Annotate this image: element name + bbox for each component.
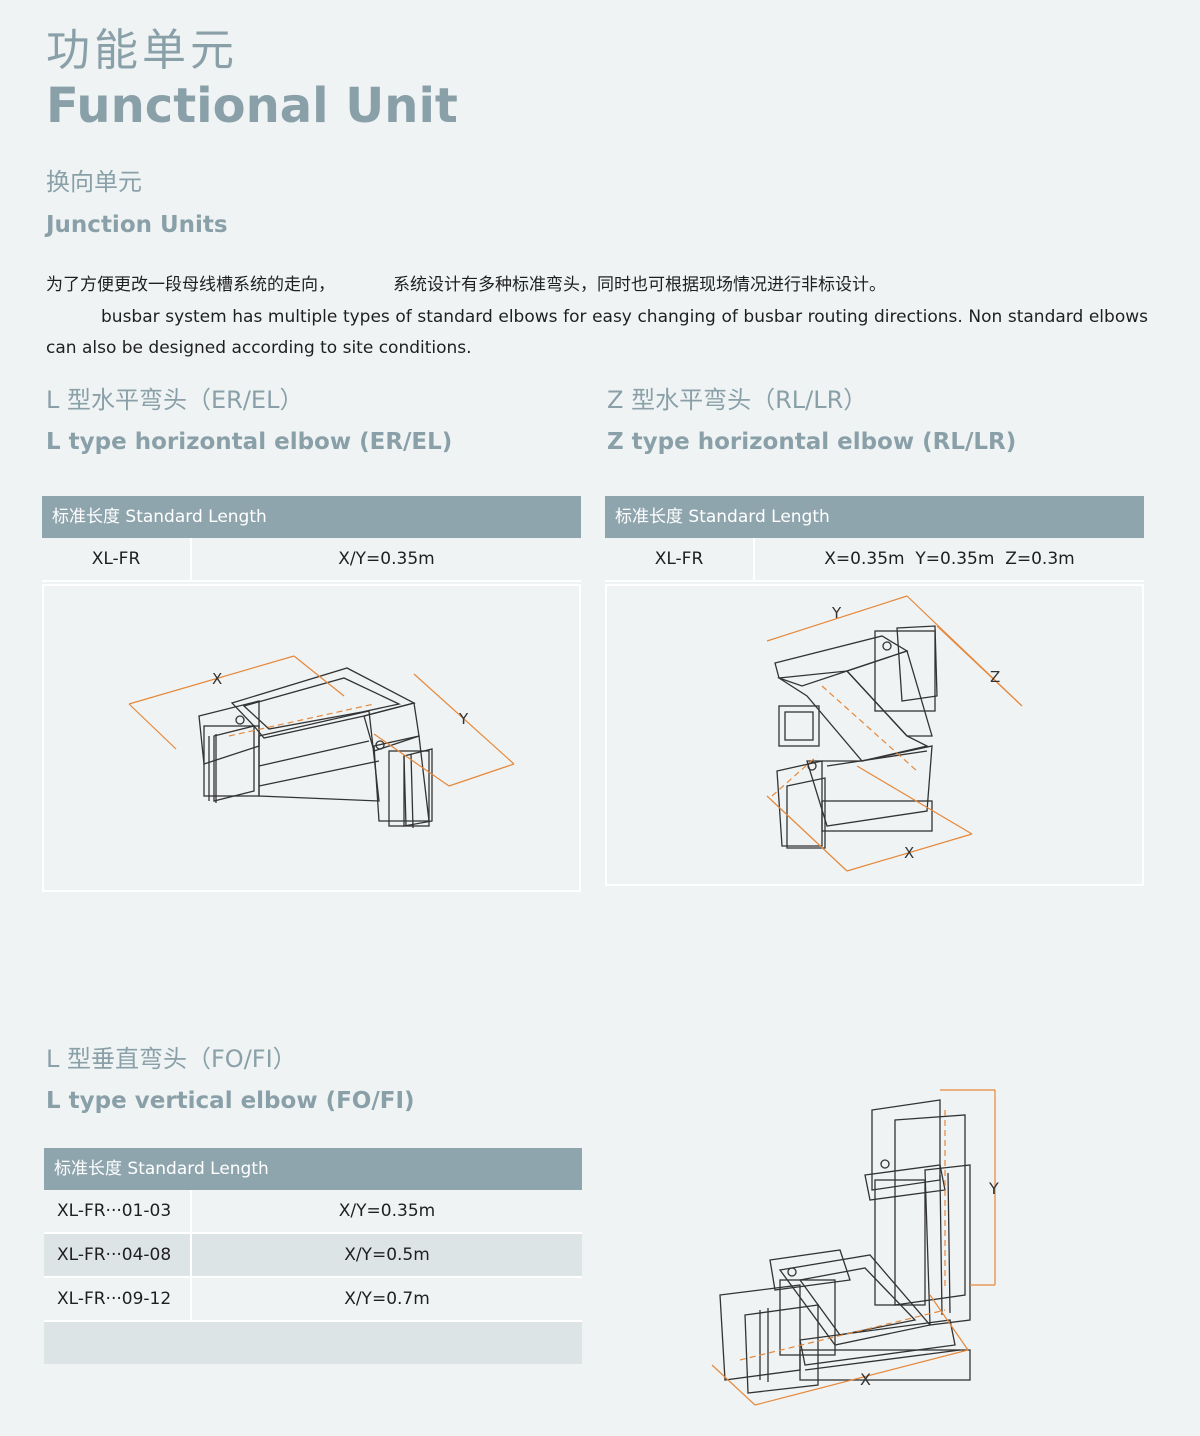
l-horizontal-title-cn: L 型水平弯头（ER/EL） [46,386,304,414]
model-cell: XL-FR [42,538,192,580]
model-cell: XL-FR···01-03 [44,1190,192,1232]
l-horizontal-table: 标准长度 Standard Length XL-FR X/Y=0.35m [42,496,581,582]
l-horizontal-figure: X Y [42,584,581,892]
intro-cn-part1: 为了方便更改一段母线槽系统的走向， [46,275,335,295]
page-title-en: Functional Unit [46,78,458,134]
l-vertical-title-cn: L 型垂直弯头（FO/FI） [46,1045,297,1073]
z-horizontal-elbow-drawing: Y Z X [766,595,1023,872]
section-subtitle-cn: 换向单元 [46,168,142,196]
intro-text-cn: 为了方便更改一段母线槽系统的走向， 系统设计有多种标准弯头，同时也可根据现场情况进… [46,270,886,295]
intro-text-en: busbar system has multiple types of stan… [46,307,1148,358]
table-row: XL-FR···04-08 X/Y=0.5m [44,1234,582,1278]
l-vertical-elbow-drawing: Y X [711,1089,999,1406]
z-horizontal-title-en: Z type horizontal elbow (RL/LR) [607,429,1017,455]
table-row: XL-FR···01-03 X/Y=0.35m [44,1190,582,1234]
length-cell: X/Y=0.35m [338,549,435,569]
dim-label-y: Y [831,604,842,622]
model-cell: XL-FR···04-08 [44,1234,192,1276]
table-row: XL-FR X/Y=0.35m [42,538,581,582]
l-vertical-table: 标准长度 Standard Length XL-FR···01-03 X/Y=0… [44,1148,582,1364]
l-vertical-figure: Y X [700,1080,1020,1420]
z-horizontal-title-cn: Z 型水平弯头（RL/LR） [607,386,868,414]
table-row-empty [44,1322,582,1364]
length-cell: X/Y=0.7m [344,1289,430,1309]
dim-label-x: X [860,1370,871,1389]
table-row: XL-FR X=0.35m Y=0.35m Z=0.3m [605,538,1144,582]
l-horizontal-elbow-drawing: X Y [128,655,515,829]
model-cell: XL-FR···09-12 [44,1278,192,1320]
dim-label-x: X [212,670,222,688]
dim-label-z: Z [990,668,1000,686]
model-cell: XL-FR [605,538,755,580]
length-cell: X=0.35m Y=0.35m Z=0.3m [824,549,1075,569]
table-header: 标准长度 Standard Length [44,1148,582,1190]
length-cell: X/Y=0.5m [344,1245,430,1265]
l-horizontal-title-en: L type horizontal elbow (ER/EL) [46,429,453,455]
table-header: 标准长度 Standard Length [42,496,581,538]
table-header: 标准长度 Standard Length [605,496,1144,538]
section-subtitle-en: Junction Units [46,212,228,238]
length-cell: X/Y=0.35m [338,1201,436,1221]
dim-label-y: Y [458,710,469,728]
page-title-cn: 功能单元 [46,25,238,76]
dim-label-y: Y [988,1179,999,1198]
dim-label-x: X [904,844,914,862]
table-row: XL-FR···09-12 X/Y=0.7m [44,1278,582,1322]
z-horizontal-figure: Y Z X [605,584,1144,886]
l-vertical-title-en: L type vertical elbow (FO/FI) [46,1088,415,1114]
z-horizontal-table: 标准长度 Standard Length XL-FR X=0.35m Y=0.3… [605,496,1144,582]
intro-cn-part2: 系统设计有多种标准弯头，同时也可根据现场情况进行非标设计。 [393,275,886,295]
